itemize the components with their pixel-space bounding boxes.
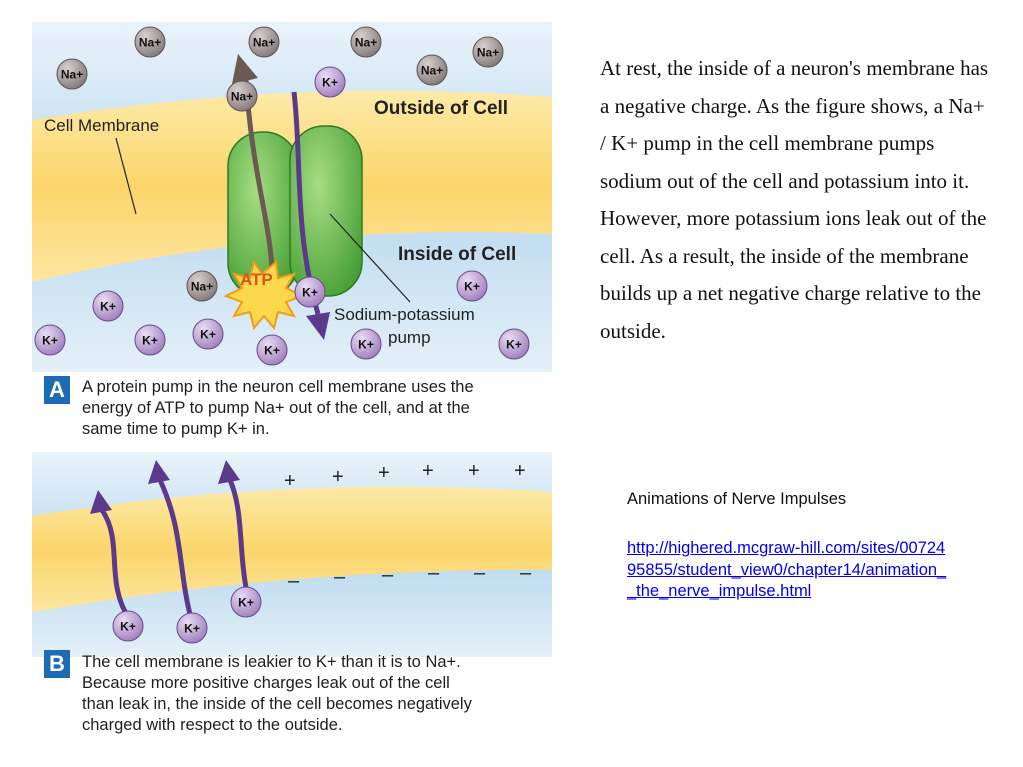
pump-label-line1: Sodium-potassium xyxy=(334,305,475,324)
potassium-ion: K+ xyxy=(350,328,382,360)
potassium-ion: K+ xyxy=(256,334,288,366)
atp-burst xyxy=(223,259,305,331)
ion-label: K+ xyxy=(120,620,136,634)
positive-charge-sign: + xyxy=(332,466,344,488)
membrane-figure: Na+ Na+ Na+ Na+ Na+ Na+ Na+ K+ Na+ K+ K+ K+ K+ K+ K+ K+… xyxy=(32,22,552,747)
na-out-arrow xyxy=(232,54,275,271)
panel-a-caption-line: same time to pump K+ in. xyxy=(82,420,270,438)
panel-b-caption-line: The cell membrane is leakier to K+ than … xyxy=(82,653,461,671)
panel-a-caption: A protein pump in the neuron cell membra… xyxy=(82,377,474,440)
panel-b-caption-line: Because more positive charges leak out o… xyxy=(82,674,450,692)
ion-label: Na+ xyxy=(477,46,499,60)
panel-a-caption-line: energy of ATP to pump Na+ out of the cel… xyxy=(82,399,470,417)
ion-label: Na+ xyxy=(191,280,213,294)
potassium-ion: K+ xyxy=(112,610,144,642)
sodium-ion: Na+ xyxy=(472,36,504,68)
negative-charge-sign: – xyxy=(288,570,300,592)
panel-b-caption-line: charged with respect to the outside. xyxy=(82,716,343,734)
potassium-ion: K+ xyxy=(176,612,208,644)
outside-of-cell-label: Outside of Cell xyxy=(374,98,509,119)
inside-of-cell-label: Inside of Cell xyxy=(398,244,517,265)
potassium-ion: K+ xyxy=(92,290,124,322)
potassium-ion: K+ xyxy=(34,324,66,356)
atp-label: ATP xyxy=(240,270,273,289)
ion-label: K+ xyxy=(142,334,158,348)
positive-charge-sign: + xyxy=(422,460,434,482)
potassium-ion: K+ xyxy=(192,318,224,350)
positive-charge-sign: + xyxy=(468,460,480,482)
ion-label: K+ xyxy=(238,596,254,610)
sodium-ion: Na+ xyxy=(226,80,258,112)
negative-charge-sign: – xyxy=(520,562,532,584)
panel-b-caption: The cell membrane is leakier to K+ than … xyxy=(82,652,472,736)
panel-a-caption-line: A protein pump in the neuron cell membra… xyxy=(82,378,474,396)
pump-label-line2: pump xyxy=(388,328,431,347)
potassium-ion: K+ xyxy=(314,66,346,98)
ion-label: K+ xyxy=(302,286,318,300)
ion-label: K+ xyxy=(200,328,216,342)
explanation-paragraph: At rest, the inside of a neuron's membra… xyxy=(600,56,989,343)
membrane-pointer-line xyxy=(115,137,137,215)
figure-graphics: Na+ Na+ Na+ Na+ Na+ Na+ Na+ K+ Na+ K+ K+ K+ K+ K+ K+ K+… xyxy=(32,22,552,657)
sodium-ion: Na+ xyxy=(186,270,218,302)
nerve-impulse-animation-link[interactable]: http://highered.mcgraw-hill.com/sites/00… xyxy=(627,539,947,600)
sodium-ion: Na+ xyxy=(416,54,448,86)
ion-label: K+ xyxy=(264,344,280,358)
positive-charge-sign: + xyxy=(514,460,526,482)
sodium-ion: Na+ xyxy=(350,26,382,58)
potassium-ion: K+ xyxy=(294,276,326,308)
positive-charge-sign: + xyxy=(284,470,296,492)
pump-pointer-line xyxy=(329,213,411,303)
ion-label: K+ xyxy=(184,622,200,636)
ion-label: K+ xyxy=(506,338,522,352)
negative-charge-sign: – xyxy=(474,562,486,584)
ion-label: Na+ xyxy=(355,36,377,50)
sodium-ion: Na+ xyxy=(248,26,280,58)
sodium-ion: Na+ xyxy=(134,26,166,58)
potassium-ion: K+ xyxy=(456,270,488,302)
ion-label: K+ xyxy=(358,338,374,352)
ion-label: Na+ xyxy=(253,36,275,50)
k-leak-arrows xyxy=(99,478,251,623)
potassium-ion: K+ xyxy=(498,328,530,360)
k-leak-arrowheads xyxy=(90,460,240,514)
animations-title: Animations of Nerve Impulses xyxy=(627,490,847,508)
ion-label: Na+ xyxy=(231,90,253,104)
sodium-ion: Na+ xyxy=(56,58,88,90)
potassium-ion: K+ xyxy=(134,324,166,356)
ion-label: K+ xyxy=(322,76,338,90)
panel-a-letter: A xyxy=(44,376,70,404)
panel-b-membrane xyxy=(32,486,552,612)
potassium-ion: K+ xyxy=(230,586,262,618)
negative-charge-sign: – xyxy=(382,564,394,586)
cell-membrane-label: Cell Membrane xyxy=(44,116,160,135)
panel-b-caption-line: than leak in, the inside of the cell bec… xyxy=(82,695,472,713)
negative-charge-sign: – xyxy=(334,566,346,588)
panel-b-letter: B xyxy=(44,650,70,678)
ion-label: Na+ xyxy=(61,68,83,82)
ion-label: K+ xyxy=(464,280,480,294)
negative-charge-sign: – xyxy=(428,562,440,584)
ion-label: K+ xyxy=(42,334,58,348)
positive-charge-sign: + xyxy=(378,462,390,484)
ion-label: Na+ xyxy=(139,36,161,50)
ion-label: Na+ xyxy=(421,64,443,78)
ion-label: K+ xyxy=(100,300,116,314)
